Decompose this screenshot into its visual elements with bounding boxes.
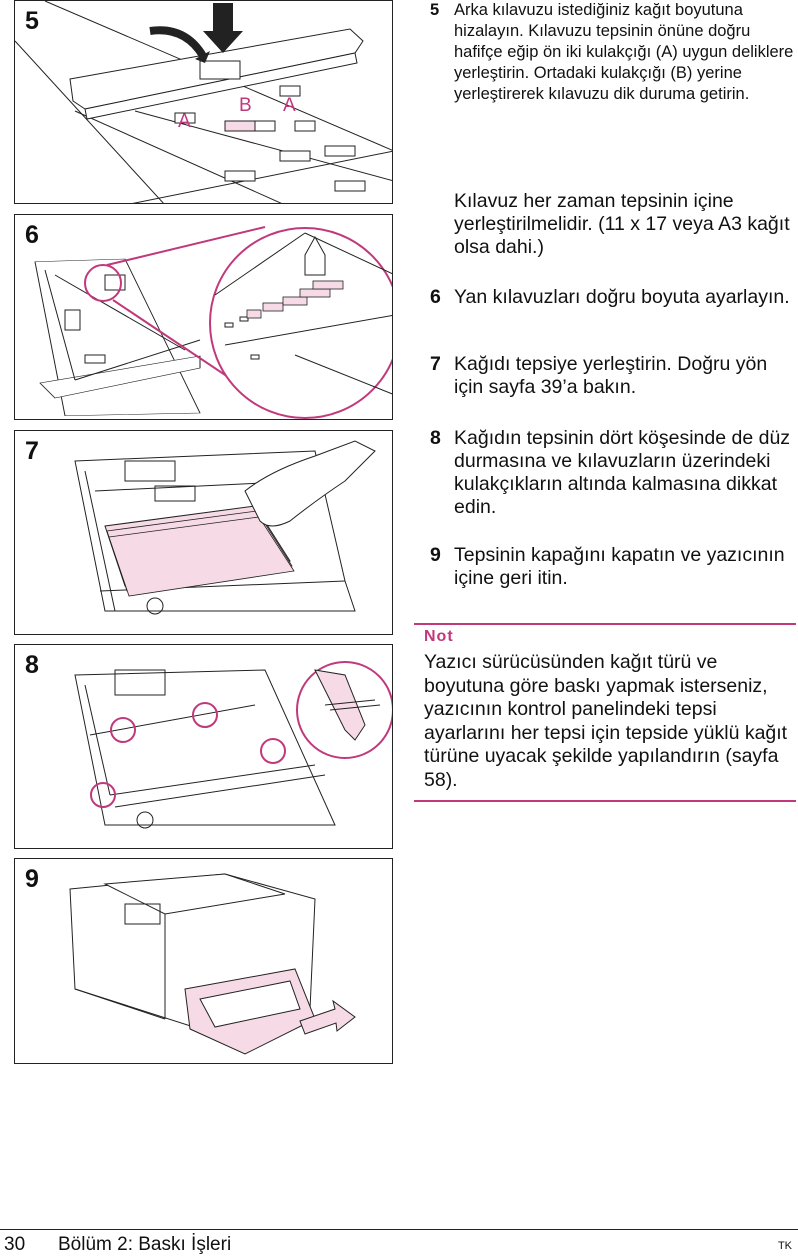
- step-text: Kağıdı tepsiye yerleştirin. Doğru yön iç…: [454, 353, 768, 398]
- note-top-rule: [414, 623, 796, 625]
- figure-7-panel: 7: [14, 430, 393, 635]
- step-number: 9: [430, 544, 441, 566]
- figure-5-illustration: [15, 1, 392, 203]
- step-number: 5: [430, 1, 440, 19]
- callout-label-a: A: [283, 95, 296, 116]
- step-5-note: Kılavuz her zaman tepsinin içine yerleşt…: [430, 190, 798, 259]
- step-text: Tepsinin kapağını kapatın ve yazıcının i…: [454, 544, 785, 589]
- figure-9-illustration: [69, 873, 356, 1055]
- figure-6-illustration: [34, 226, 392, 419]
- callout-label-b: B: [239, 95, 252, 116]
- language-code: TK: [777, 1240, 792, 1252]
- callout-label-a: A: [178, 111, 191, 132]
- figure-number: 9: [25, 865, 39, 893]
- figure-8-illustration: [74, 661, 392, 829]
- note-text: Yazıcı sürücüsünden kağıt türü ve boyutu…: [424, 651, 788, 791]
- step-text: Yan kılavuzları doğru boyuta ayarlayın.: [454, 286, 790, 308]
- figure-6-panel: 6: [14, 214, 393, 420]
- step-8: 8 Kağıdın tepsinin dört köşesinde de düz…: [430, 427, 798, 519]
- figure-5-panel: 5 A B A: [14, 0, 393, 204]
- step-7: 7 Kağıdı tepsiye yerleştirin. Doğru yön …: [430, 353, 798, 399]
- step-number: 7: [430, 353, 441, 375]
- footer-rule: [0, 1229, 798, 1230]
- note-bottom-rule: [414, 800, 796, 802]
- figure-9-panel: 9: [14, 858, 393, 1064]
- chapter-title: Bölüm 2: Baskı İşleri: [58, 1234, 232, 1255]
- step-6: 6 Yan kılavuzları doğru boyuta ayarlayın…: [430, 286, 798, 309]
- figure-number: 8: [25, 651, 39, 679]
- step-number: 6: [430, 286, 441, 308]
- page-number: 30: [4, 1234, 26, 1255]
- step-number: 8: [430, 427, 441, 449]
- note-heading: Not: [424, 628, 454, 645]
- figure-number: 7: [25, 437, 39, 465]
- figure-number: 6: [25, 221, 39, 249]
- figure-7-illustration: [74, 440, 376, 615]
- step-text: Kağıdın tepsinin dört köşesinde de düz d…: [454, 427, 791, 518]
- step-text: Kılavuz her zaman tepsinin içine yerleşt…: [454, 190, 790, 258]
- step-5: 5 Arka kılavuzu istediğiniz kağıt boyutu…: [430, 0, 798, 105]
- figure-number: 5: [25, 7, 39, 35]
- step-text: Arka kılavuzu istediğiniz kağıt boyutuna…: [454, 1, 794, 103]
- figure-8-panel: 8: [14, 644, 393, 849]
- step-9: 9 Tepsinin kapağını kapatın ve yazıcının…: [430, 544, 798, 590]
